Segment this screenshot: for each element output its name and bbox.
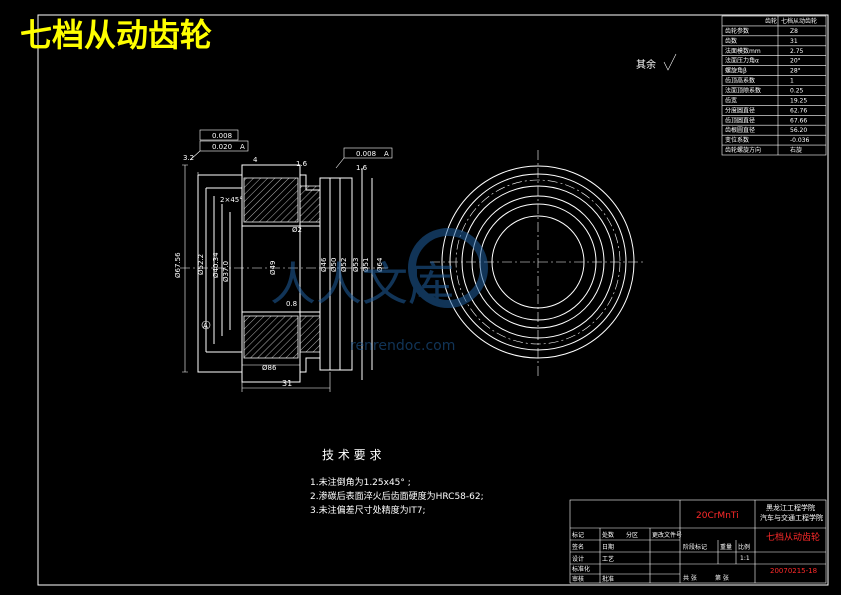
gear-table-value: 67.66 (790, 117, 807, 124)
title-block (569, 499, 827, 584)
gear-table-label: 齿根圆直径 (725, 126, 755, 134)
tech-req-heading: 技 术 要 求 (322, 448, 381, 462)
rough-2: 1.6 (356, 164, 368, 172)
gear-table-value: 56.20 (790, 127, 807, 134)
tb-school-2: 汽车与交通工程学院 (760, 513, 823, 522)
gear-table-value: 31 (790, 38, 798, 45)
gear-table-value: 1 (790, 78, 794, 85)
title-block-cell: 第 张 (715, 574, 729, 582)
dim-d2: Ø2 (292, 226, 302, 234)
tech-req-item-2: 2.渗碳后表面淬火后齿面硬度为HRC58-62; (310, 490, 484, 502)
gear-table-label: 齿宽 (725, 96, 737, 104)
gear-table-label: 法面顶隙系数 (725, 87, 761, 95)
dim-64: Ø64 (376, 257, 384, 272)
gear-table-label: 齿数 (725, 37, 737, 45)
tb-material: 20CrMnTi (696, 511, 739, 521)
gear-table-value: 62.76 (790, 107, 807, 114)
gear-table-value: 19.25 (790, 97, 807, 104)
dim-chamfer: 2×45° (220, 196, 243, 204)
rough-3: 0.8 (286, 300, 297, 308)
title-block-cell: 日期 (602, 543, 614, 551)
title-block-cell: 比例 (738, 543, 750, 551)
dim-tol-3: 0.008 (356, 150, 376, 158)
roughness-symbol (663, 53, 677, 71)
tb-school-1: 黑龙江工程学院 (766, 503, 815, 512)
tb-drawing-no: 20070215-18 (770, 567, 817, 575)
gear-table-label: 变位系数 (725, 136, 749, 144)
gear-table-label: 法面模数mm (725, 47, 761, 55)
watermark-text: 人人文库 (270, 257, 454, 311)
title-block-cell: 工艺 (602, 555, 614, 563)
drawing-title: 七档从动齿轮 (20, 16, 212, 54)
gear-parameter-table: 齿轮七档从动齿轮齿轮参数 Z8 齿数 31 法面模数mm 2.75 法面压力角α 20° 螺旋角… (721, 15, 827, 156)
title-block-cell: 审核 (572, 575, 584, 583)
front-view (430, 150, 646, 378)
gear-table-label: 分度圆直径 (725, 106, 755, 114)
title-block-cell: 签名 (572, 543, 584, 551)
gear-table-label: 齿轮参数 (725, 27, 749, 35)
tech-req-item-1: 1.未注倒角为1.25x45° ; (310, 476, 411, 488)
dim-tol-ref-1: A (240, 143, 245, 151)
rough-4: 3.2 (183, 154, 194, 162)
dim-52b: Ø52 (340, 258, 348, 272)
dim-40: Ø40.34 (212, 252, 220, 278)
title-block-cell: 设计 (572, 555, 584, 563)
drawing-border (37, 14, 829, 586)
gear-table-label: 螺旋角β (725, 67, 747, 75)
gear-table-value: 右旋 (790, 146, 802, 154)
dim-tol-ref-2: A (384, 150, 389, 158)
gear-table-value: 2.75 (790, 48, 804, 55)
gear-table-value: Z8 (790, 28, 798, 35)
datum-a: A (203, 322, 208, 330)
title-block-cell: 阶段标记 (683, 543, 707, 551)
title-block-cell: 更改文件号 (652, 531, 682, 539)
tb-part-name: 七档从动齿轮 (766, 531, 820, 543)
watermark-url: renrendoc.com (350, 338, 455, 354)
gear-table-label: 齿顶圆直径 (725, 116, 755, 124)
gear-table-header-left: 齿轮 (765, 17, 777, 25)
gear-table-value: 28° (790, 68, 801, 75)
gear-table-header-right: 七档从动齿轮 (781, 17, 817, 25)
roughness-note: 其余 (636, 58, 656, 71)
dim-tol-2: 0.020 (212, 143, 232, 151)
gear-table-value: 20° (790, 58, 801, 65)
title-block-cell: 标准化 (572, 565, 590, 573)
dim-51: Ø51 (362, 258, 370, 272)
dim-tol-1: 0.008 (212, 132, 232, 140)
rough-1: 1.6 (296, 160, 308, 168)
title-block-cell: 分区 (626, 531, 638, 539)
section-view (180, 129, 393, 392)
title-block-cell: 1:1 (740, 555, 750, 562)
dim-d86: Ø86 (262, 364, 277, 372)
dim-d4: 4 (253, 156, 258, 164)
gear-table-label: 齿轮螺旋方向 (725, 146, 761, 154)
dim-37: Ø37.0 (222, 261, 230, 282)
dim-50: Ø50 (330, 258, 338, 272)
dim-52: Ø52.2 (197, 254, 205, 275)
title-block-cell: 共 张 (683, 574, 697, 582)
title-block-cell: 重量 (720, 543, 732, 551)
dim-46: Ø46 (320, 257, 328, 272)
watermark: 人人文库 renrendoc.com (270, 228, 488, 354)
gear-table-label: 法面压力角α (725, 57, 759, 65)
title-block-cell: 批准 (602, 575, 614, 583)
title-block-cell: 标记 (572, 531, 584, 539)
title-block-cell: 处数 (602, 531, 614, 539)
dim-49: Ø49 (269, 261, 277, 275)
dim-31: 31 (282, 379, 292, 388)
gear-table-value: 0.25 (790, 88, 804, 95)
gear-table-label: 齿顶高系数 (725, 77, 755, 85)
gear-table-value: -0.036 (790, 137, 810, 144)
dim-53: Ø53 (352, 258, 360, 272)
dim-67: Ø67.56 (174, 252, 182, 278)
tech-req-item-3: 3.未注偏差尺寸处精度为IT7; (310, 504, 426, 516)
